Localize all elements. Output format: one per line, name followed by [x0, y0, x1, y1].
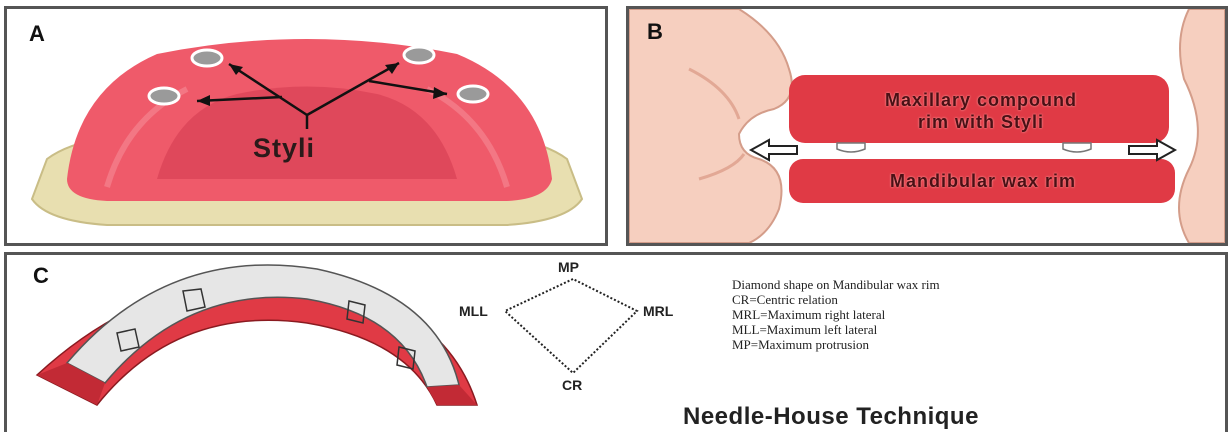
panel-b: B Maxillary compound rim with Styli Mand…	[626, 6, 1228, 246]
panel-a-letter: A	[29, 21, 45, 47]
diamond-label-mrl: MRL	[643, 303, 673, 319]
legend-line: MLL=Maximum left lateral	[732, 322, 940, 337]
legend-line: Diamond shape on Mandibular wax rim	[732, 277, 940, 292]
legend-line: MRL=Maximum right lateral	[732, 307, 940, 322]
denture-illustration	[7, 9, 605, 243]
panel-c: C MP MLL MRL CR Diamond shape on Mandibu…	[4, 252, 1228, 432]
maxillary-rim-label-line2: rim with Styli	[791, 111, 1171, 133]
legend-line: MP=Maximum protrusion	[732, 337, 940, 352]
technique-title: Needle-House Technique	[683, 403, 979, 431]
diamond-label-mp: MP	[558, 259, 579, 275]
wax-rim-diagram	[7, 255, 707, 432]
abbreviation-legend: Diamond shape on Mandibular wax rim CR=C…	[732, 277, 940, 352]
panel-c-letter: C	[33, 263, 49, 289]
mandibular-rim-label: Mandibular wax rim	[791, 171, 1175, 192]
movement-diamond	[505, 279, 637, 373]
diamond-label-mll: MLL	[459, 303, 488, 319]
styli-label: Styli	[253, 133, 315, 164]
legend-line: CR=Centric relation	[732, 292, 940, 307]
panel-a: A Styli	[4, 6, 608, 246]
diamond-label-cr: CR	[562, 377, 582, 393]
panel-b-letter: B	[647, 19, 663, 45]
maxillary-rim-label-line1: Maxillary compound	[791, 89, 1171, 111]
